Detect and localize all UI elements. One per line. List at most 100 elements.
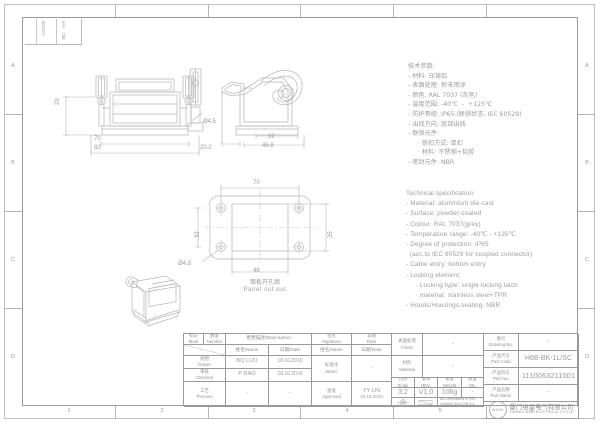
side-dim-depth-total: 45.8 bbox=[262, 143, 274, 149]
side-dim-depth-mid: 32 bbox=[268, 134, 275, 140]
cutout-geometry bbox=[195, 185, 329, 275]
zone-number: 5 bbox=[438, 408, 442, 414]
field-finish-value: - bbox=[423, 334, 484, 356]
side-dim-hole-dia: Ø4.5 bbox=[203, 119, 217, 125]
field-part-no-value: 1110063211001 bbox=[519, 368, 579, 385]
rev-subheader-name: 姓名/Name bbox=[226, 345, 269, 356]
diagonal-line-icon bbox=[184, 345, 225, 355]
rev-subheader-date: 日期/Date bbox=[269, 345, 312, 356]
rev-header-date: 日期 Date bbox=[352, 334, 392, 345]
zone-tick bbox=[578, 308, 595, 309]
zone-letter: A bbox=[585, 63, 589, 69]
zone-number: 1 bbox=[67, 408, 71, 414]
cutout-dim-hole-dia: Ø4.5 bbox=[178, 261, 192, 267]
zone-tick bbox=[486, 406, 487, 419]
rev-row-role-checked: 审核 Checked bbox=[184, 369, 226, 382]
zone-number: 4 bbox=[345, 408, 349, 414]
rev-header-mark: 标记 Mark bbox=[184, 334, 204, 345]
field-part-name-label: 产品名称 Part Name bbox=[484, 385, 519, 402]
rev-row-date-checked: 18.10.2010 bbox=[269, 369, 312, 382]
sheet-inner-border bbox=[22, 17, 578, 406]
field-part-code-value: H6B-BK-1L/SC bbox=[519, 351, 579, 368]
front-dim-inner-width: 70 bbox=[94, 136, 101, 142]
company-logo-cell: WAIN 厦门维恩电气有限公司 XIAMEN WAIN ELECTRICAL C… bbox=[484, 402, 579, 419]
first-angle-projection-icon bbox=[397, 398, 409, 406]
field-scale-label: 比例 Scale bbox=[392, 378, 415, 388]
chinese-specification: 技术参数: - 材料: 压铸铝 - 表面处理: 粉末喷涂 - 颜色: RAL 7… bbox=[408, 63, 522, 166]
rev-header-description: 更更描述/Description bbox=[226, 334, 312, 345]
rev-row-role-stand: 标准化 Stand. bbox=[312, 356, 352, 382]
field-qty-label: 数量 Qty. bbox=[462, 378, 484, 388]
front-dim-height: 29 bbox=[55, 98, 61, 105]
zone-number: 2 bbox=[160, 408, 164, 414]
paper-size-note: Original Size DIN A 4 bbox=[440, 402, 475, 406]
zone-tick bbox=[208, 5, 209, 17]
zone-letter: C bbox=[585, 257, 589, 263]
zone-tick bbox=[5, 308, 22, 309]
front-view-geometry bbox=[63, 75, 200, 156]
field-scale-value: 3:2 bbox=[392, 388, 415, 398]
zone-number: 3 bbox=[252, 408, 256, 414]
corner-stamp-box: 图样标记 签名 日期 bbox=[25, 19, 82, 45]
field-qty-value: - bbox=[462, 388, 484, 398]
cutout-caption-cn: 面板开孔图 bbox=[249, 279, 280, 286]
rev-row-name-approved: YY LIN 18.10.2010 bbox=[352, 382, 392, 407]
zone-tick bbox=[578, 114, 595, 115]
company-name-cn: 厦门维恩电气有限公司 bbox=[509, 402, 574, 411]
front-dim-outer-width: 82 bbox=[94, 145, 101, 151]
rev-row-name-checked: P RAO bbox=[226, 369, 269, 382]
rev-header-number: 数量 Number bbox=[204, 334, 226, 345]
zone-letter: B bbox=[585, 160, 589, 166]
cutout-dim-width-inner: 48 bbox=[253, 268, 260, 274]
zone-tick bbox=[393, 406, 394, 419]
title-block: 标记 Mark 数量 Number 更更描述/Description 签名 Si… bbox=[183, 333, 579, 419]
rev-header-signature: 签名 Signature bbox=[312, 334, 352, 345]
zone-tick bbox=[578, 211, 595, 212]
corner-signature-label: 签名 日期 bbox=[62, 21, 66, 40]
cutout-caption: 面板开孔图 Panel cut out bbox=[205, 277, 325, 293]
corner-cell-blank bbox=[25, 19, 37, 45]
drawing-notes-cell: All Dimensions in mm Original Size DIN A… bbox=[438, 398, 484, 407]
field-rev-value: V1.0 bbox=[415, 388, 438, 398]
isometric-preview bbox=[125, 275, 181, 327]
rev-row-role-process: 工艺 Process bbox=[184, 382, 226, 407]
rev-subheader-name2: 姓名/Name bbox=[312, 345, 352, 356]
units-note: All Dimensions in mm bbox=[440, 398, 476, 401]
cutout-dim-width-outer: 70 bbox=[253, 180, 260, 186]
rev-row-role-approved: 批准 Approved bbox=[312, 382, 352, 407]
projection-symbol-cell bbox=[392, 398, 415, 407]
field-finish-label: 表面处理 Finish bbox=[392, 334, 423, 356]
field-weight-value: 106g bbox=[438, 388, 462, 398]
zone-letter: C bbox=[11, 257, 15, 263]
rev-diagonal-cell bbox=[184, 345, 226, 356]
company-name-en: XIAMEN WAIN ELECTRICAL CO.LTD bbox=[509, 410, 574, 414]
field-weight-label: 重量 Weight bbox=[438, 378, 462, 388]
zone-tick bbox=[5, 211, 22, 212]
field-material-label: 材料 Material bbox=[392, 356, 423, 378]
rev-row-name-stand: - bbox=[352, 356, 392, 382]
cutout-caption-en: Panel cut out bbox=[243, 287, 287, 293]
projection-cone-icon bbox=[418, 399, 433, 405]
zone-letter: D bbox=[11, 354, 15, 360]
field-part-name-value: - bbox=[519, 385, 579, 402]
corner-mark-label: 图样标记 bbox=[42, 21, 46, 36]
cutout-dim-height-right: 35 bbox=[328, 231, 334, 238]
zone-tick bbox=[393, 5, 394, 17]
zone-tick bbox=[486, 5, 487, 17]
logo-text: WAIN bbox=[491, 407, 504, 413]
zone-number: 6 bbox=[530, 408, 534, 414]
zone-letter: B bbox=[11, 160, 15, 166]
side-view-geometry bbox=[221, 70, 305, 148]
zone-letter: D bbox=[585, 354, 589, 360]
zone-letter: A bbox=[11, 63, 15, 69]
field-part-no-label: 产品料号 Part No. bbox=[484, 368, 519, 385]
wain-logo-icon: WAIN bbox=[488, 402, 507, 418]
rev-row-date-process: - bbox=[269, 382, 312, 407]
corner-cell-signature: 签名 日期 bbox=[57, 19, 82, 45]
field-drawing-no-value: - bbox=[519, 334, 579, 351]
zone-tick bbox=[115, 406, 116, 419]
rev-row-date-drawn: 18.10.2010 bbox=[269, 356, 312, 369]
zone-tick bbox=[115, 5, 116, 17]
zone-tick bbox=[208, 406, 209, 419]
side-dim-depth-left: 20.2 bbox=[200, 145, 212, 151]
